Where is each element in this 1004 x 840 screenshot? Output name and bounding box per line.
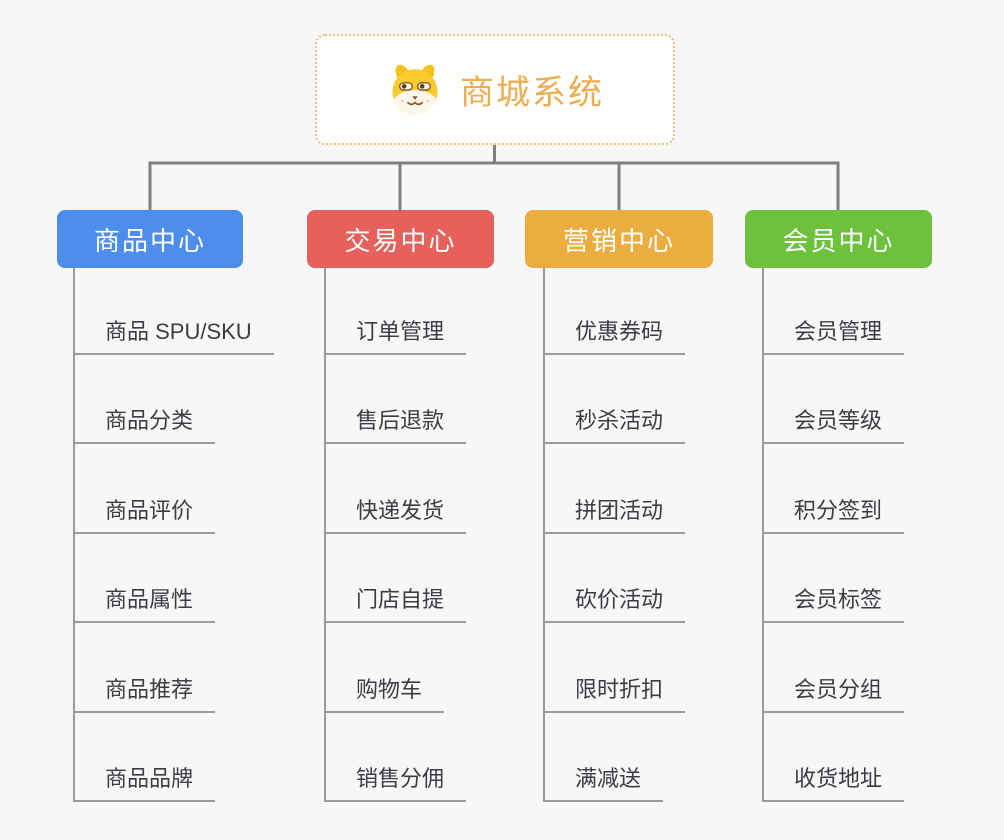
topic-node[interactable]: 会员等级 <box>764 406 905 444</box>
branch-label: 交易中心 <box>344 225 457 256</box>
topic-node[interactable]: 收货地址 <box>764 764 905 802</box>
topic-node[interactable]: 限时折扣 <box>545 675 686 713</box>
topic-node[interactable]: 购物车 <box>326 675 445 713</box>
topic-node[interactable]: 会员分组 <box>764 675 905 713</box>
topic-node[interactable]: 秒杀活动 <box>545 406 686 444</box>
branch-label: 商品中心 <box>93 225 206 256</box>
topic-node[interactable]: 商品属性 <box>75 585 216 623</box>
topic-node[interactable]: 拼团活动 <box>545 496 686 534</box>
root-topic[interactable]: 商城系统 <box>315 34 675 145</box>
branch-member-center[interactable]: 会员中心 <box>745 210 932 268</box>
root-topic-label: 商城系统 <box>460 74 604 112</box>
branch-marketing-center[interactable]: 营销中心 <box>525 210 713 268</box>
topic-node[interactable]: 积分签到 <box>764 496 905 534</box>
branch-product-children: 商品 SPU/SKU 商品分类 商品评价 商品属性 商品推荐 商品品牌 <box>73 268 274 802</box>
topic-node[interactable]: 优惠券码 <box>545 317 686 355</box>
topic-node[interactable]: 商品品牌 <box>75 764 216 802</box>
topic-node[interactable]: 商品分类 <box>75 406 216 444</box>
topic-node[interactable]: 快递发货 <box>326 496 467 534</box>
topic-node[interactable]: 商品评价 <box>75 496 216 534</box>
topic-node[interactable]: 商品 SPU/SKU <box>75 317 274 355</box>
branch-trade-children: 订单管理 售后退款 快递发货 门店自提 购物车 销售分佣 <box>324 268 467 802</box>
branch-label: 营销中心 <box>562 225 675 256</box>
topic-node[interactable]: 订单管理 <box>326 317 467 355</box>
topic-node[interactable]: 销售分佣 <box>326 764 467 802</box>
topic-node[interactable]: 会员管理 <box>764 317 905 355</box>
branch-product-center[interactable]: 商品中心 <box>57 210 243 268</box>
branch-member-children: 会员管理 会员等级 积分签到 会员标签 会员分组 收货地址 <box>762 268 905 802</box>
shiba-dog-icon <box>392 64 438 114</box>
topic-node[interactable]: 商品推荐 <box>75 675 216 713</box>
topic-node[interactable]: 满减送 <box>545 764 664 802</box>
topic-node[interactable]: 砍价活动 <box>545 585 686 623</box>
topic-node[interactable]: 会员标签 <box>764 585 905 623</box>
branch-marketing-children: 优惠券码 秒杀活动 拼团活动 砍价活动 限时折扣 满减送 <box>543 268 686 802</box>
topic-node[interactable]: 门店自提 <box>326 585 467 623</box>
branch-label: 会员中心 <box>782 225 895 256</box>
branch-trade-center[interactable]: 交易中心 <box>307 210 494 268</box>
topic-node[interactable]: 售后退款 <box>326 406 467 444</box>
